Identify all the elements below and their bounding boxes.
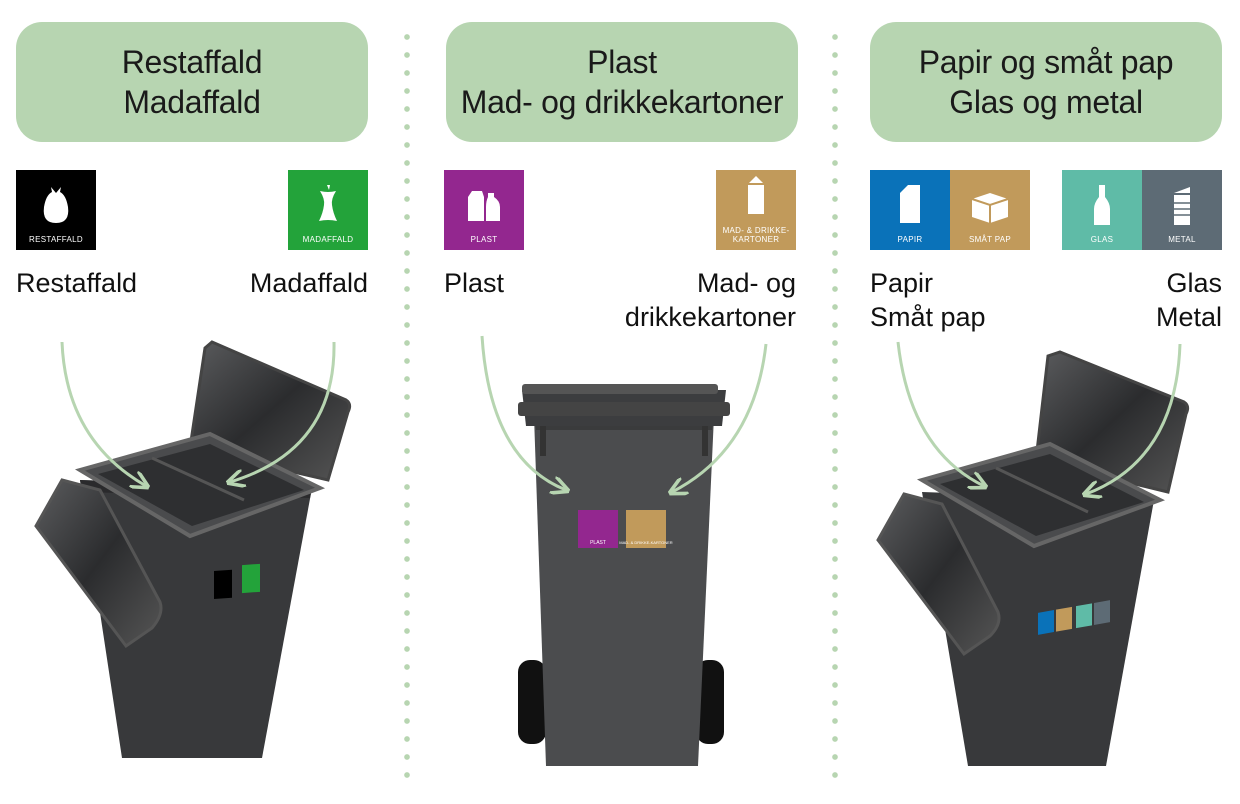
header-line-1: Restaffald (121, 44, 263, 80)
box-icon (971, 193, 1009, 223)
column-plast-kartoner: Plast Mad- og drikkekartoner PLAST MAD- … (410, 0, 830, 804)
label-right-line-1: Mad- og (696, 268, 796, 298)
column-restaffald-madaffald: Restaffald Madaffald RESTAFFALD MADAFFAL… (0, 0, 390, 804)
tile-metal: METAL (1142, 170, 1222, 250)
label-right-line-1: Glas (1166, 268, 1222, 298)
tin-can-icon (1174, 187, 1190, 225)
label-left-line-1: Papir (870, 268, 934, 298)
tile-restaffald: RESTAFFALD (16, 170, 96, 250)
wheelie-bin: PLAST MAD- & DRIKKE-KARTONER (480, 335, 768, 766)
tile-label: MAD- & DRIKKE-KARTONER (722, 226, 790, 244)
sticker-kartoner (626, 510, 666, 548)
column-papir-glas: Papir og småt pap Glas og metal PAPIR SM… (850, 0, 1240, 804)
tile-papir: PAPIR (870, 170, 950, 250)
header-line-1: Plast (587, 44, 657, 80)
tile-madaffald: MADAFFALD (288, 170, 368, 250)
header-line-2: Mad- og drikkekartoner (460, 84, 784, 120)
tile-label: RESTAFFALD (29, 235, 83, 244)
plastic-bottle-icon (468, 191, 500, 221)
header-line-2: Madaffald (123, 84, 261, 120)
header-box: Papir og småt pap Glas og metal (870, 22, 1222, 142)
header-line-1: Papir og småt pap (918, 44, 1174, 80)
tile-label: PLAST (470, 235, 498, 244)
dotted-divider (404, 28, 410, 784)
label-right-line-2: drikkekartoner (624, 302, 796, 332)
sticker-kartoner-label: MAD- & DRIKKE-KARTONER (619, 540, 673, 545)
label-left: Plast (444, 268, 505, 298)
label-right: Mad- og drikkekartoner (625, 266, 796, 334)
label-right-line-2: Metal (1155, 302, 1222, 332)
tile-label: METAL (1168, 235, 1196, 244)
tile-label: MADAFFALD (302, 235, 354, 244)
bin-two-compartment (876, 341, 1190, 766)
trash-bag-icon (43, 187, 69, 223)
label-left: Restaffald (16, 268, 138, 298)
label-right: Madaffald (249, 268, 368, 298)
glass-bottle-icon (1094, 185, 1110, 225)
sticker-plast-label: PLAST (590, 540, 606, 546)
milk-carton-icon (748, 176, 764, 214)
bin-two-compartment (34, 340, 352, 758)
tile-glas: GLAS (1062, 170, 1142, 250)
sticker-plast (578, 510, 618, 548)
label-right: Glas Metal (1156, 266, 1222, 334)
tile-plast: PLAST (444, 170, 524, 250)
tile-smaat-pap: SMÅT PAP (950, 170, 1030, 250)
apple-core-icon (319, 185, 337, 221)
tile-mad-drikkekartoner: MAD- & DRIKKE-KARTONER (716, 170, 796, 250)
tile-label: GLAS (1090, 235, 1114, 244)
tile-label: PAPIR (897, 235, 923, 244)
tile-label: SMÅT PAP (968, 235, 1012, 244)
header-line-2: Glas og metal (949, 84, 1143, 120)
dotted-divider (832, 28, 838, 784)
paper-icon (900, 185, 920, 223)
header-box: Plast Mad- og drikkekartoner (446, 22, 798, 142)
label-left: Papir Småt pap (870, 266, 986, 334)
header-box: Restaffald Madaffald (16, 22, 368, 142)
label-left-line-2: Småt pap (870, 302, 986, 332)
